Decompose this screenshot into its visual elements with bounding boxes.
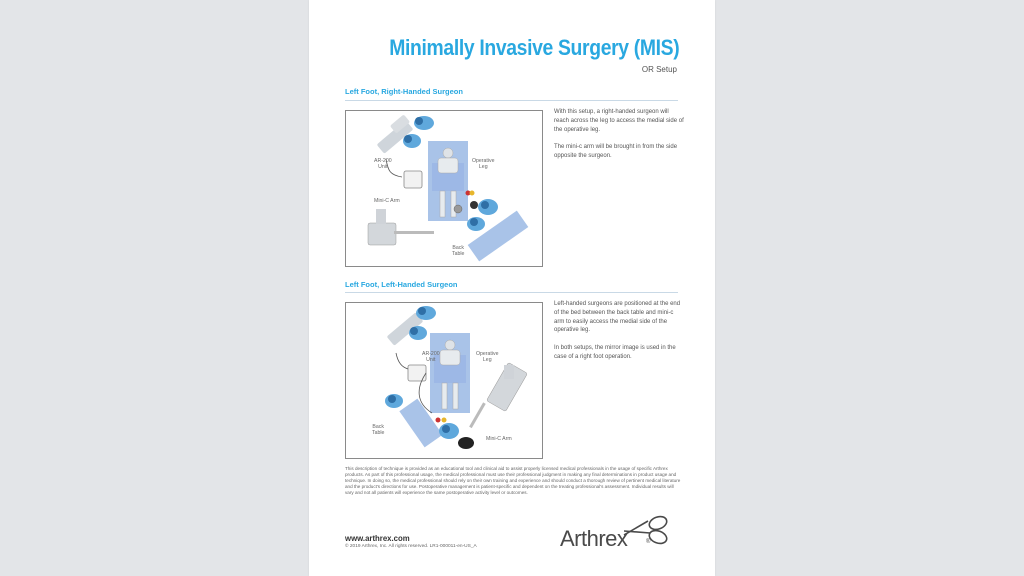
label-mini-c-arm: Mini-C Arm: [374, 198, 400, 204]
label-mini-c-arm: Mini-C Arm: [486, 436, 512, 442]
section1-description: With this setup, a right-handed surgeon …: [554, 108, 684, 170]
section2-description: Left-handed surgeons are positioned at t…: [554, 300, 684, 370]
disclaimer-text: This description of technique is provide…: [345, 466, 681, 496]
section1-paragraph: With this setup, a right-handed surgeon …: [554, 109, 684, 133]
section1-paragraph: The mini-c arm will be brought in from t…: [554, 144, 678, 159]
section-divider: [345, 100, 678, 101]
page-title: Minimally Invasive Surgery (MIS): [388, 35, 679, 60]
section2-paragraph: In both setups, the mirror image is used…: [554, 344, 676, 360]
or-diagram-illustration: [385, 306, 528, 449]
or-diagram-illustration: [367, 115, 529, 262]
section-divider: [345, 292, 678, 293]
section-heading-right-handed: Left Foot, Right-Handed Surgeon: [345, 87, 463, 96]
page-subtitle: OR Setup: [641, 65, 677, 74]
scissors-icon: [623, 515, 668, 545]
website-link[interactable]: www.arthrex.com: [345, 534, 410, 543]
registered-mark: ®: [646, 539, 651, 545]
arthrex-logo: Arthrex ®: [560, 513, 680, 553]
logo-wordmark: Arthrex: [560, 526, 628, 551]
copyright-text: © 2019 Arthrex, Inc. All rights reserved…: [345, 544, 477, 549]
document-page: Minimally Invasive Surgery (MIS) OR Setu…: [309, 0, 715, 576]
section2-paragraph: Left-handed surgeons are positioned at t…: [554, 301, 681, 334]
section-heading-left-handed: Left Foot, Left-Handed Surgeon: [345, 280, 458, 289]
